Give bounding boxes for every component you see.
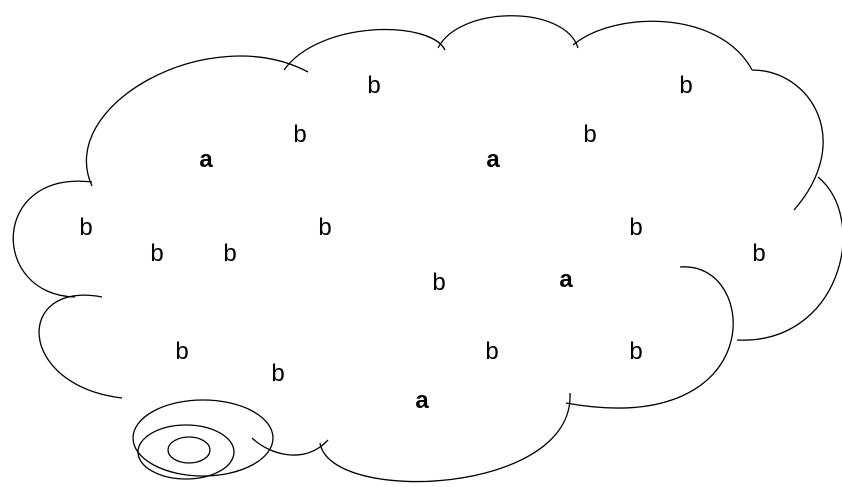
label-b: b (150, 242, 163, 266)
cloud-left-lower-arc (39, 295, 122, 398)
label-b: b (752, 242, 765, 266)
cloud-bottom-right-arc (566, 267, 733, 408)
label-b: b (318, 216, 331, 240)
label-b: b (79, 216, 92, 240)
label-b: b (271, 362, 284, 386)
label-b: b (679, 74, 692, 98)
label-b: b (175, 340, 188, 364)
cloud-top-arc-left (86, 56, 308, 186)
cloud-bottom-middle-arc (320, 393, 570, 482)
tail-small-ellipse (168, 437, 210, 463)
label-a: a (486, 148, 499, 172)
label-b: b (485, 340, 498, 364)
cloud-top-arc-3 (438, 16, 578, 48)
label-a: a (199, 148, 212, 172)
label-a: a (415, 389, 428, 413)
label-a: a (559, 268, 572, 292)
cloud-right-upper-arc (752, 70, 823, 210)
label-b: b (293, 123, 306, 147)
label-b: b (629, 340, 642, 364)
cloud-bottom-left-arc (252, 438, 328, 455)
label-b: b (583, 123, 596, 147)
label-b: b (367, 74, 380, 98)
cloud-top-arc-2 (284, 30, 445, 70)
tail-medium-ellipse (138, 425, 234, 479)
label-b: b (223, 242, 236, 266)
label-b: b (629, 216, 642, 240)
cloud-top-arc-4 (573, 21, 752, 70)
label-b: b (432, 271, 445, 295)
